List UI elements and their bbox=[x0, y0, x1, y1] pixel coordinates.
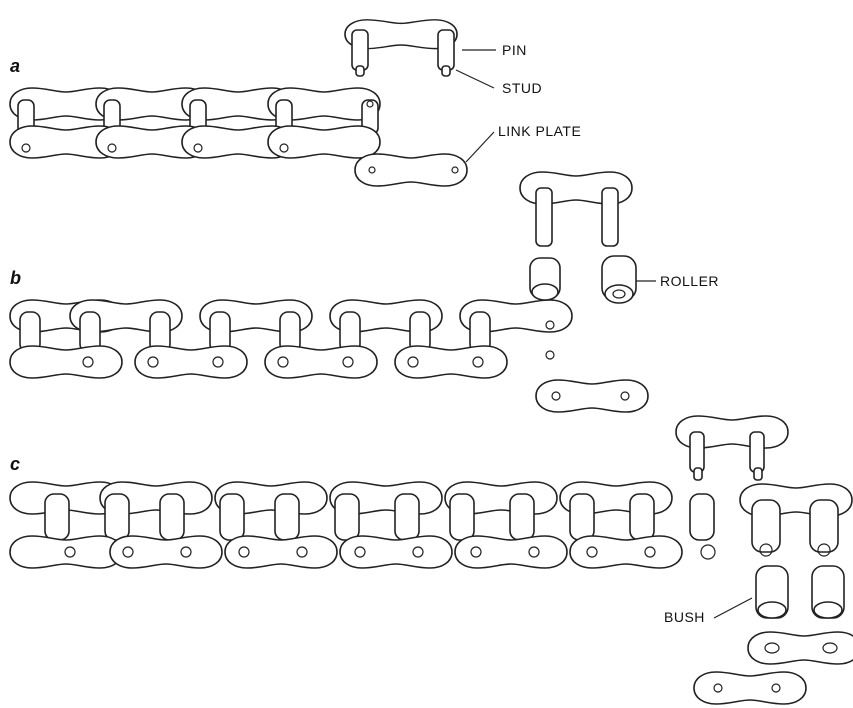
inner-link-c bbox=[739, 483, 853, 557]
connecting-link-b bbox=[519, 171, 633, 247]
bush-leader bbox=[713, 597, 753, 619]
roller-label: ROLLER bbox=[660, 273, 719, 289]
panel-b-letter: b bbox=[10, 268, 21, 288]
connecting-link-c bbox=[675, 415, 789, 481]
pin-label: PIN bbox=[502, 42, 527, 58]
link-plates-c bbox=[693, 631, 853, 705]
stud-label: STUD bbox=[502, 80, 542, 96]
bush-label: BUSH bbox=[664, 609, 705, 625]
chain-c bbox=[9, 481, 716, 569]
panel-c-letter: c bbox=[10, 454, 20, 474]
roller-b bbox=[529, 255, 637, 304]
link-plate-leader bbox=[465, 131, 495, 163]
panel-a: a bbox=[9, 19, 581, 187]
chain-b bbox=[9, 299, 573, 379]
chain-a bbox=[9, 87, 381, 159]
link-plate-b bbox=[535, 379, 649, 413]
link-plate-a bbox=[354, 153, 468, 187]
stud-leader bbox=[455, 69, 495, 89]
bush-c bbox=[755, 565, 845, 619]
panel-c: c bbox=[9, 415, 853, 705]
panel-b: b bbox=[9, 171, 719, 413]
connecting-link-a bbox=[344, 19, 458, 77]
panel-a-letter: a bbox=[10, 56, 20, 76]
link-plate-label: LINK PLATE bbox=[498, 123, 581, 139]
